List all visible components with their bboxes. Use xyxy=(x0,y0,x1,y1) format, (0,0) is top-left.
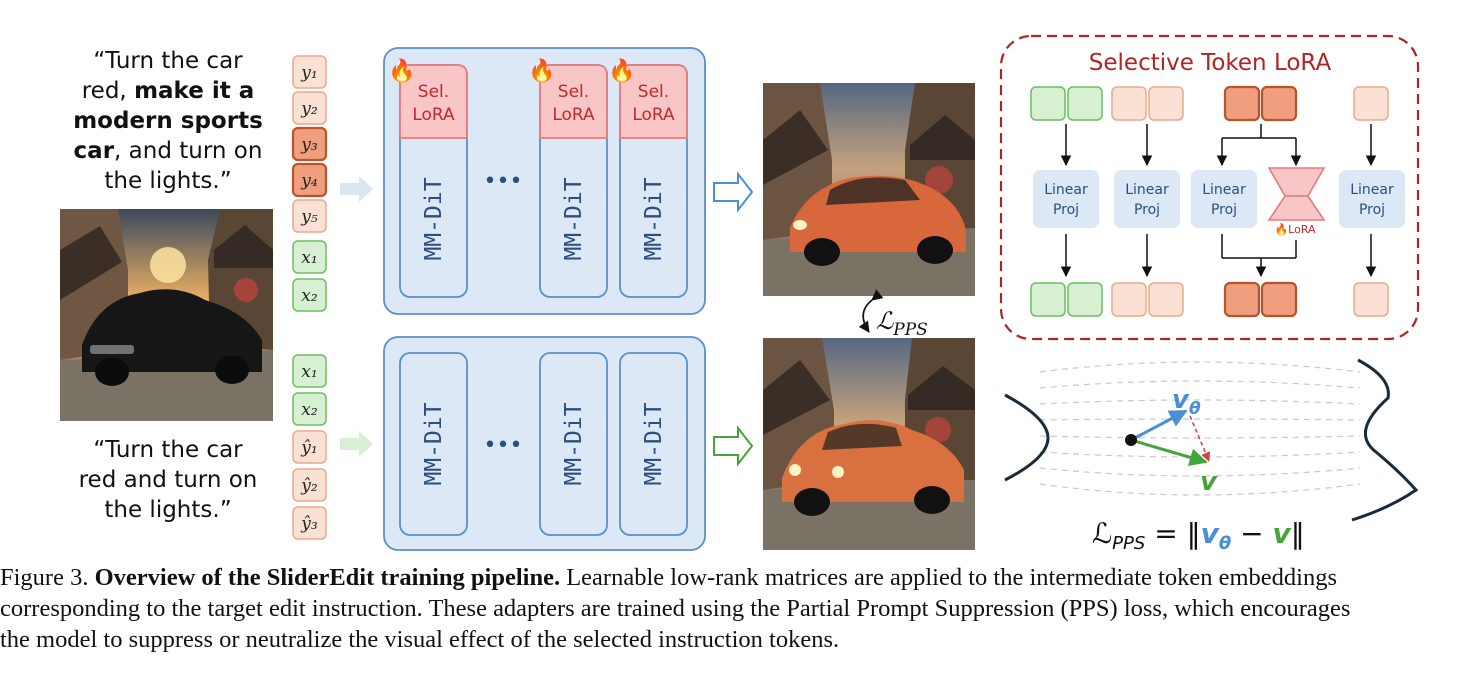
sel-lora-label: LoRA xyxy=(552,105,595,125)
linear-proj-label: Proj xyxy=(1053,202,1079,218)
token-label: x₁ xyxy=(301,248,317,268)
sel-lora-label: Sel. xyxy=(638,82,669,102)
bottom-prompt: “Turn the car red and turn on the lights… xyxy=(79,437,258,523)
mm-dit-label: MM-DiT xyxy=(641,402,667,485)
fire-icon: 🔥 xyxy=(608,58,635,84)
caption-text: the model to suppress or neutralize the … xyxy=(0,626,840,653)
lora-small-label: 🔥LoRA xyxy=(1274,223,1316,236)
prompt-line: red and turn on xyxy=(79,467,258,493)
eq-v: v xyxy=(1272,517,1291,550)
theta-subscript: θ xyxy=(1189,399,1201,419)
prompt-line: “Turn the car xyxy=(93,437,243,463)
svg-text:ℒPPS: ℒPPS xyxy=(876,307,928,340)
token-label: y₄ xyxy=(300,171,318,191)
selective-token-lora-title: Selective Token LoRA xyxy=(1089,50,1332,76)
token-column-top: y₁ y₂ y₃ y₄ y₅ x₁ x₂ xyxy=(291,55,328,312)
linear-proj-label: Linear xyxy=(1125,182,1169,198)
svg-text:vθ: vθ xyxy=(1172,385,1201,419)
svg-text:“Turn the car: “Turn the car xyxy=(93,48,243,74)
loss-subscript: PPS xyxy=(892,320,928,340)
ellipsis: ••• xyxy=(484,433,523,458)
svg-text:modern sports: modern sports xyxy=(73,108,263,134)
v-symbol: v xyxy=(1200,467,1218,497)
top-transformer-panel: Sel. LoRA MM-DiT 🔥 ••• Sel. LoRA MM-DiT … xyxy=(383,47,706,315)
eq-close: ‖ xyxy=(1291,517,1305,550)
eq-lhs-sub: PPS xyxy=(1112,533,1145,554)
top-prompt: “Turn the car red, make it a modern spor… xyxy=(73,48,263,194)
pipeline-figure: “Turn the car red, make it a modern spor… xyxy=(60,34,1420,554)
arrow-right-icon xyxy=(713,171,754,213)
mm-dit-label: MM-DiT xyxy=(561,177,587,260)
fire-icon: 🔥 xyxy=(388,58,415,84)
pps-equation: ℒPPS = ‖vθ − v‖ xyxy=(1092,517,1305,554)
output-image-modern-car xyxy=(763,83,975,296)
token-label: x₂ xyxy=(301,286,318,306)
token-label: x₂ xyxy=(301,400,318,420)
ellipsis: ••• xyxy=(484,169,523,194)
lora-adapter-shape xyxy=(1267,167,1326,197)
linear-proj-label: Proj xyxy=(1359,202,1385,218)
v-theta-symbol: v xyxy=(1172,385,1190,415)
prompt-line: red, xyxy=(82,78,134,104)
prompt-line: the lights.” xyxy=(104,168,231,194)
token-column-bottom: x₁ x₂ ŷ₁ ŷ₂ ŷ₃ xyxy=(292,354,327,540)
output-image-classic-car xyxy=(763,338,975,550)
prompt-bold: make it a xyxy=(134,78,254,104)
svg-text:car, and turn on: car, and turn on xyxy=(74,138,263,164)
arrow-right-icon xyxy=(713,425,754,467)
bottom-transformer-panel: MM-DiT ••• MM-DiT MM-DiT xyxy=(383,336,706,551)
figure-caption: Figure 3. Overview of the SliderEdit tra… xyxy=(0,562,1480,655)
token-label: y₅ xyxy=(300,207,318,227)
linear-proj-label: Linear xyxy=(1202,182,1246,198)
linear-proj-label: Proj xyxy=(1134,202,1160,218)
token-label: y₃ xyxy=(300,135,318,155)
input-image xyxy=(60,209,273,421)
vector-field-diagram: vθ v xyxy=(1004,358,1419,522)
mm-dit-label: MM-DiT xyxy=(561,402,587,485)
prompt-bold: car xyxy=(74,138,115,164)
mm-dit-label: MM-DiT xyxy=(641,177,667,260)
prompt-line: “Turn the car xyxy=(93,48,243,74)
token-label: ŷ₃ xyxy=(300,514,318,534)
caption-text: corresponding to the target edit instruc… xyxy=(0,595,1351,622)
token-label: y₂ xyxy=(300,99,318,119)
prompt-line: , and turn on xyxy=(114,138,262,164)
linear-proj-label: Linear xyxy=(1044,182,1088,198)
sel-lora-label: Sel. xyxy=(558,82,589,102)
prompt-line: the lights.” xyxy=(104,497,231,523)
token-label: ŷ₂ xyxy=(300,476,318,496)
pps-loss-label: ℒPPS xyxy=(858,289,928,340)
eq-symbol: = ‖ xyxy=(1145,517,1200,550)
svg-text:ℒPPS = ‖vθ − v‖: ℒPPS = ‖vθ − v‖ xyxy=(1092,517,1305,554)
loss-symbol: ℒ xyxy=(876,307,894,335)
eq-v-theta: v xyxy=(1201,517,1220,550)
caption-title: Overview of the SliderEdit training pipe… xyxy=(94,564,561,591)
fire-icon: 🔥 xyxy=(528,58,555,84)
token-label: ŷ₁ xyxy=(300,438,317,458)
sel-lora-label: Sel. xyxy=(418,82,449,102)
figure-label: Figure 3. xyxy=(0,564,89,591)
linear-proj-label: Linear xyxy=(1350,182,1394,198)
eq-minus: − xyxy=(1231,517,1272,550)
token-label: x₁ xyxy=(301,362,317,382)
arrow-right-icon xyxy=(340,176,373,202)
sel-lora-label: LoRA xyxy=(412,105,455,125)
eq-theta: θ xyxy=(1219,533,1231,554)
linear-proj-label: Proj xyxy=(1211,202,1237,218)
selective-token-lora-box: Selective Token LoRA Linear Proj Linear … xyxy=(999,34,1420,341)
mm-dit-label: MM-DiT xyxy=(421,402,447,485)
eq-lhs: ℒ xyxy=(1092,517,1112,550)
sel-lora-label: LoRA xyxy=(632,105,675,125)
caption-text: Learnable low-rank matrices are applied … xyxy=(560,564,1337,591)
prompt-bold: modern sports xyxy=(73,108,263,134)
svg-text:the lights.”: the lights.” xyxy=(104,168,231,194)
svg-text:red, make it a: red, make it a xyxy=(82,78,255,104)
mm-dit-label: MM-DiT xyxy=(421,177,447,260)
arrow-right-icon xyxy=(340,431,373,457)
token-label: y₁ xyxy=(300,63,317,83)
